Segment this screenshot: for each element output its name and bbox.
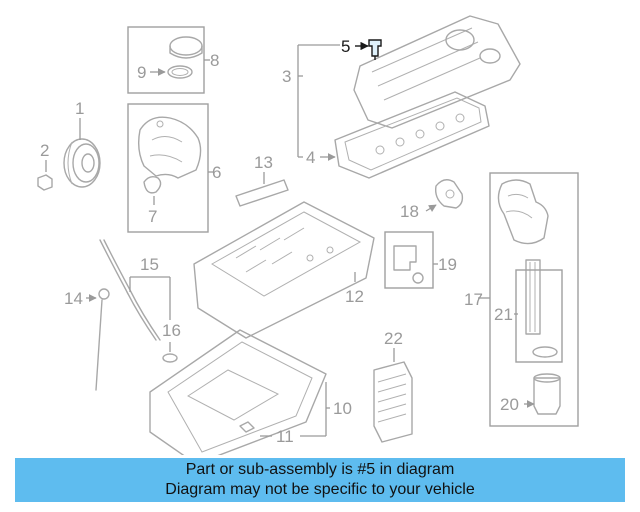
callout-7: 7 (148, 207, 157, 226)
crank-pulley (63, 138, 101, 188)
timing-cover (137, 116, 202, 179)
callout-3: 3 (282, 67, 291, 86)
baffle-group (235, 172, 289, 207)
callout-2: 2 (40, 141, 49, 160)
valve-cover-group (297, 15, 521, 179)
cap-seal-ring (167, 65, 193, 79)
oil-filler-cap (169, 36, 203, 56)
dipstick-tube (99, 239, 157, 341)
timing-cover-group (127, 103, 214, 233)
oil-filter-inner-box (515, 269, 563, 363)
info-banner: Part or sub-assembly is #5 in diagram Di… (15, 458, 625, 502)
timing-cover-box (127, 103, 209, 233)
oil-filter-housing (497, 179, 549, 245)
callout-13: 13 (254, 153, 273, 172)
dipstick-seal (162, 353, 178, 363)
lower-oil-pan-group (149, 329, 330, 455)
valve-cover (353, 15, 521, 129)
callout-21: 21 (494, 305, 513, 324)
crank-pulley-group (37, 118, 101, 191)
gasket-box (384, 231, 434, 289)
oil-filler-cap-group (127, 26, 210, 94)
callout-1: 1 (75, 99, 84, 118)
oil-cooler-group (373, 348, 413, 443)
callout-17: 17 (464, 290, 483, 309)
callout-6: 6 (212, 163, 221, 182)
dipstick (95, 299, 103, 391)
filter-o-ring (532, 346, 558, 358)
parts-diagram: 1 2 3 4 5 6 7 8 9 10 11 12 13 14 15 16 1… (37, 15, 579, 455)
callout-16: 16 (162, 321, 181, 340)
upper-oil-pan-group (193, 201, 375, 339)
valve-cover-bolt-highlight (368, 39, 382, 57)
filter-cap (533, 377, 561, 415)
oil-filter-element (525, 259, 541, 335)
gasket-group (384, 231, 438, 289)
oil-filter-box (489, 172, 579, 427)
callout-4: 4 (306, 148, 315, 167)
oil-cap-box (127, 26, 205, 94)
oil-filter-group (478, 172, 579, 427)
lower-oil-pan (149, 329, 327, 455)
housing-gasket (393, 245, 417, 271)
callout-11: 11 (276, 427, 294, 446)
drain-plug (239, 421, 255, 433)
callout-20: 20 (500, 395, 519, 414)
oil-cooler (373, 361, 413, 443)
valve-cover-gasket (334, 91, 490, 179)
callout-12: 12 (345, 287, 364, 306)
banner-line-2: Diagram may not be specific to your vehi… (165, 481, 475, 498)
callout-10: 10 (333, 399, 352, 418)
callout-labels: 1 2 3 4 5 6 7 8 9 10 11 12 13 14 15 16 1… (40, 37, 519, 446)
callout-22: 22 (384, 329, 403, 348)
pulley-bolt (37, 174, 53, 191)
callout-15: 15 (140, 255, 159, 274)
sensor-group (425, 179, 464, 212)
upper-oil-pan (193, 201, 375, 339)
callout-9: 9 (137, 63, 146, 82)
callout-14: 14 (64, 289, 83, 308)
callout-19: 19 (438, 255, 457, 274)
timing-cover-seal (143, 175, 162, 194)
callout-8: 8 (210, 51, 219, 70)
callout-5: 5 (341, 37, 350, 56)
banner-line-1: Part or sub-assembly is #5 in diagram (185, 461, 455, 478)
baffle (235, 179, 289, 207)
dipstick-group (86, 239, 178, 391)
oil-sensor (434, 179, 464, 209)
callout-18: 18 (400, 202, 419, 221)
